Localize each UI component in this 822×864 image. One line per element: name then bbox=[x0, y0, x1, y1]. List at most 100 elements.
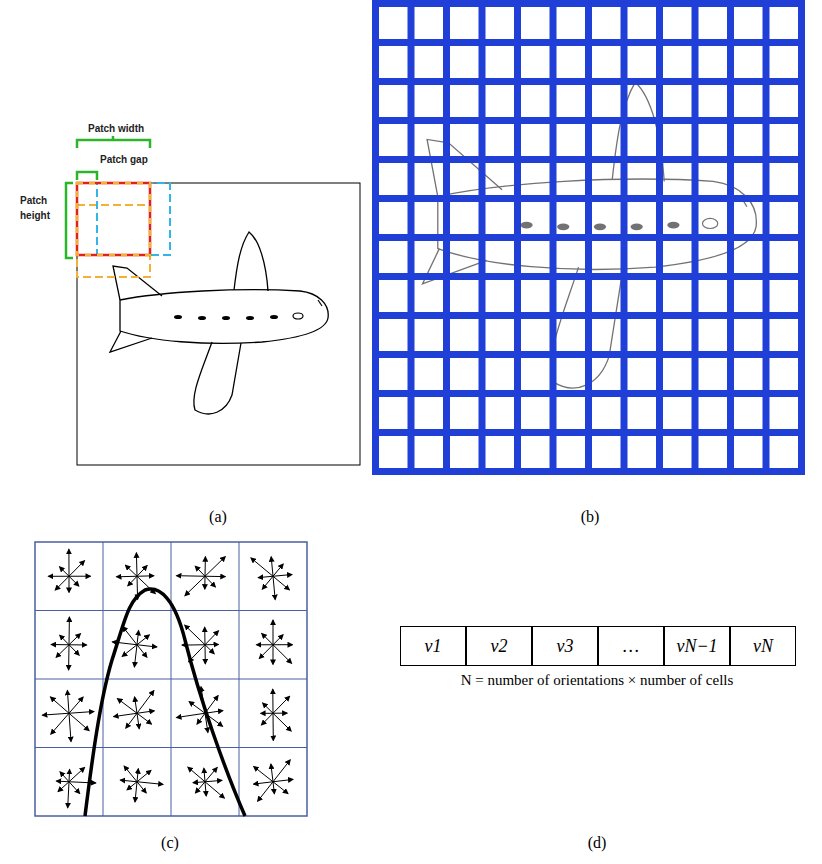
grid-line bbox=[372, 234, 805, 241]
vector-cell: v1 bbox=[400, 626, 466, 666]
gradient-arrow bbox=[69, 561, 85, 577]
gradient-arrow bbox=[258, 782, 273, 802]
gradient-arrow bbox=[137, 769, 138, 782]
gradient-arrow bbox=[262, 576, 273, 589]
gradient-arrow bbox=[60, 635, 69, 645]
vector-cell: v2 bbox=[466, 626, 532, 666]
gradient-arrow bbox=[68, 549, 69, 576]
grid-line bbox=[372, 312, 805, 319]
gradient-arrow bbox=[205, 557, 225, 577]
gradient-arrow bbox=[48, 576, 69, 577]
gradient-arrow bbox=[263, 703, 273, 713]
gradient-arrow bbox=[68, 645, 69, 670]
gradient-arrow bbox=[60, 567, 70, 576]
gradient-arrow bbox=[69, 576, 91, 577]
gradient-arrow bbox=[273, 782, 288, 794]
gradient-arrow bbox=[69, 644, 87, 645]
gradient-arrow bbox=[271, 557, 273, 576]
gradient-arrow bbox=[258, 576, 273, 577]
vector-entry: v2 bbox=[491, 636, 508, 657]
gradient-arrow bbox=[55, 576, 69, 590]
gradient-arrow bbox=[273, 575, 292, 577]
gradient-arrow bbox=[69, 576, 70, 592]
grid-line bbox=[372, 390, 805, 397]
gradient-arrow bbox=[125, 565, 137, 576]
grid-line bbox=[656, 0, 663, 475]
gradient-arrow bbox=[273, 713, 287, 714]
gradient-arrow bbox=[56, 781, 69, 783]
gradient-arrow bbox=[273, 576, 289, 590]
gradient-arrow bbox=[137, 782, 163, 785]
gradient-arrow bbox=[177, 713, 206, 717]
gradient-arrow bbox=[69, 645, 79, 655]
gradient-arrow bbox=[56, 645, 69, 658]
gradient-arrow bbox=[68, 782, 69, 808]
gradient-arrow bbox=[69, 713, 71, 741]
cell-line bbox=[239, 542, 240, 816]
gradient-arrow bbox=[69, 634, 81, 645]
gradient-arrow bbox=[137, 645, 157, 647]
gradient-arrow bbox=[69, 768, 85, 782]
gradient-arrow bbox=[271, 764, 273, 782]
dimension-label: Patch gap bbox=[100, 154, 148, 165]
vector-entry: vN bbox=[753, 636, 773, 657]
grid-line bbox=[727, 0, 734, 475]
gradient-arrow bbox=[273, 576, 275, 599]
gradient-arrow bbox=[251, 558, 273, 576]
gradient-arrow bbox=[273, 713, 291, 731]
grid-line bbox=[372, 468, 805, 475]
gradient-arrow bbox=[257, 644, 274, 645]
gradient-arrow bbox=[117, 699, 137, 714]
vector-cell: vN bbox=[730, 626, 796, 666]
gradient-arrow bbox=[205, 576, 215, 587]
gradient-arrow bbox=[254, 767, 273, 782]
gradient-arrow bbox=[205, 782, 206, 796]
gradient-arrow bbox=[137, 770, 151, 781]
gradient-arrow bbox=[134, 645, 137, 667]
gradient-arrow bbox=[137, 631, 139, 645]
patch-grid bbox=[372, 0, 805, 475]
grid-line bbox=[621, 0, 628, 475]
gradient-arrow bbox=[127, 782, 137, 790]
sketch-panel bbox=[66, 136, 360, 465]
gradient-arrow bbox=[188, 767, 205, 782]
gradient-arrow bbox=[69, 782, 96, 783]
gradient-arrow bbox=[177, 575, 206, 577]
grid-line bbox=[763, 0, 770, 475]
gradient-arrow bbox=[135, 697, 137, 713]
gradient-arrow bbox=[185, 576, 205, 595]
gradient-arrow bbox=[273, 713, 274, 740]
grid-line bbox=[372, 429, 805, 436]
gradient-arrow bbox=[273, 696, 290, 713]
gradient-arrow bbox=[205, 576, 225, 577]
gradient-arrow bbox=[261, 713, 273, 725]
gradient-arrow bbox=[205, 767, 217, 781]
dimension-label: Patch height bbox=[20, 194, 64, 223]
gradient-arrow bbox=[273, 779, 293, 781]
gradient-arrow bbox=[273, 760, 290, 782]
panel-label: (a) bbox=[209, 508, 227, 526]
gradient-arrow bbox=[273, 645, 292, 664]
gradient-arrow bbox=[137, 645, 147, 658]
gradient-arrow bbox=[117, 576, 138, 578]
gradient-arrow bbox=[137, 711, 154, 713]
gradient-arrow bbox=[193, 781, 205, 783]
gradient-arrow bbox=[69, 713, 89, 730]
vector-cell: v3 bbox=[532, 626, 598, 666]
gradient-arrow bbox=[272, 689, 273, 713]
gradient-arrow bbox=[137, 575, 154, 576]
gradient-arrow bbox=[204, 576, 205, 589]
gradient-arrow bbox=[273, 635, 283, 645]
gradient-arrow bbox=[137, 566, 147, 577]
vector-entry: v3 bbox=[557, 636, 574, 657]
gradient-arrow bbox=[135, 782, 137, 802]
gradient-arrow bbox=[42, 713, 69, 715]
cell-line bbox=[35, 679, 307, 680]
gradient-arrow bbox=[69, 782, 80, 794]
gradient-arrow bbox=[69, 712, 94, 714]
dimension-label: Patch width bbox=[88, 123, 144, 134]
gradient-arrow bbox=[50, 697, 69, 713]
grid-line bbox=[692, 0, 699, 475]
gradient-arrow bbox=[69, 769, 71, 781]
gradient-arrow bbox=[69, 697, 83, 713]
